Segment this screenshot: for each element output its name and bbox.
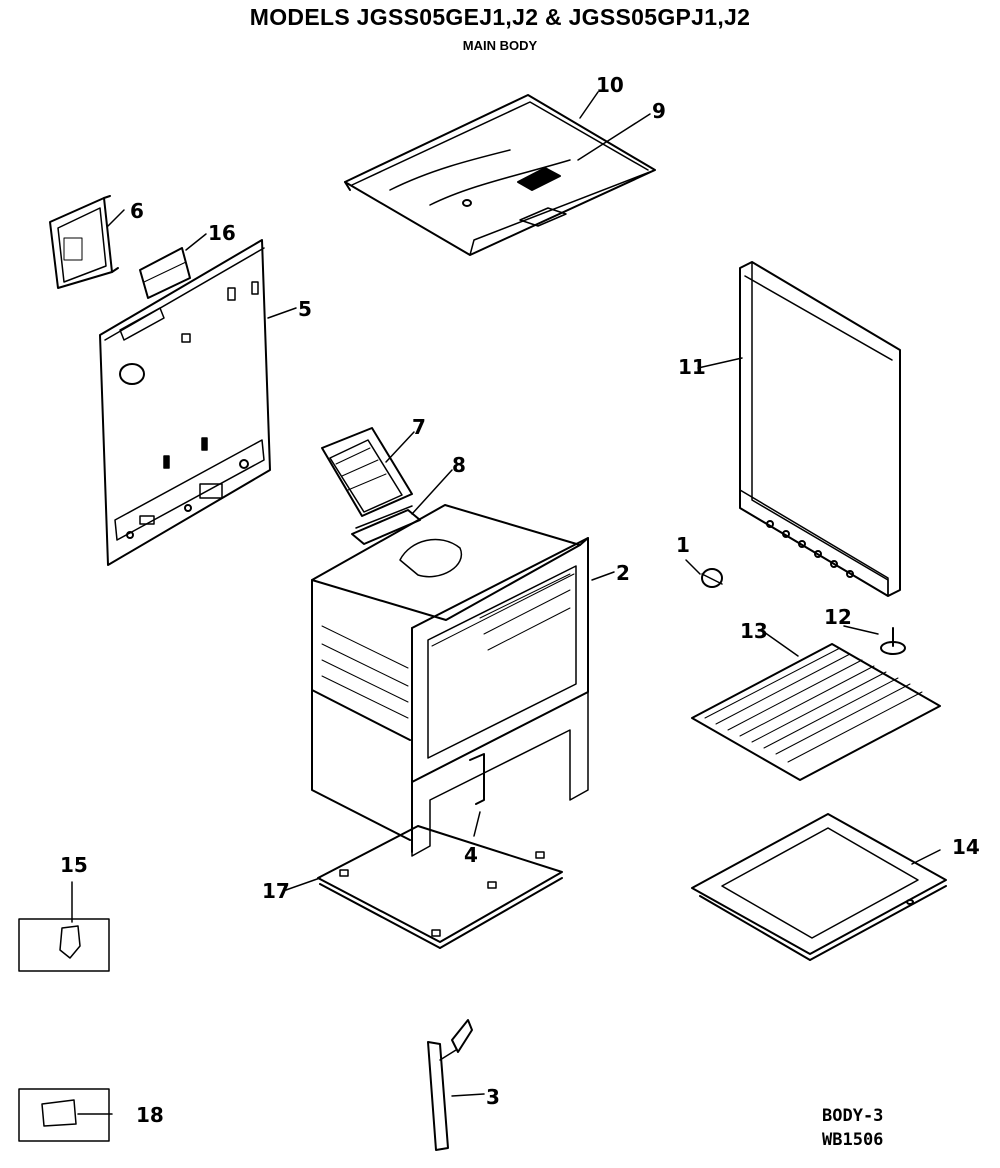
callout-13: 13: [740, 619, 768, 643]
callout-3: 3: [486, 1085, 500, 1109]
part-16-plate: [140, 248, 190, 298]
part-11-oven-door: [740, 262, 900, 596]
part-2-main-body: [312, 505, 588, 856]
part-3-clip: [428, 1020, 472, 1150]
callout-1: 1: [676, 533, 690, 557]
callout-6: 6: [130, 199, 144, 223]
diagram-subtitle: MAIN BODY: [462, 38, 538, 53]
part-14-broiler-pan: [692, 814, 946, 960]
leader-lines: [71, 91, 941, 1115]
part-1-knob: [702, 569, 722, 587]
part-5-back-panel: [100, 240, 270, 565]
diagram-code: BODY-3: [822, 1106, 884, 1126]
diagram-title: MODELS JGSS05GEJ1,J2 & JGSS05GPJ1,J2: [249, 4, 751, 30]
part-13-oven-rack: [692, 644, 940, 780]
callout-5: 5: [298, 297, 312, 321]
callout-14: 14: [952, 835, 980, 859]
callout-17: 17: [262, 879, 290, 903]
callout-10: 10: [596, 73, 624, 97]
callout-15: 15: [60, 853, 88, 877]
callout-18: 18: [136, 1103, 164, 1127]
part-cooktop: [345, 95, 655, 255]
callout-11: 11: [678, 355, 706, 379]
callout-8: 8: [452, 453, 466, 477]
part-12-burner: [881, 628, 905, 654]
part-4-bracket: [470, 754, 484, 804]
diagram-reference: WB1506: [822, 1130, 884, 1150]
callout-9: 9: [652, 99, 666, 123]
callout-7: 7: [412, 415, 426, 439]
part-17-bottom-plate: [318, 826, 562, 948]
part-7-vent-duct: [322, 428, 412, 516]
part-18-detail: [19, 1089, 109, 1141]
callout-labels: 1 2 3 4 5 6 7 8 9 10 11 12 13 14 15 16 1…: [60, 73, 980, 1127]
callout-16: 16: [208, 221, 236, 245]
callout-4: 4: [464, 843, 478, 867]
callout-2: 2: [616, 561, 630, 585]
part-6-bracket: [50, 196, 118, 288]
callout-12: 12: [824, 605, 852, 629]
part-15-detail: [19, 919, 109, 971]
